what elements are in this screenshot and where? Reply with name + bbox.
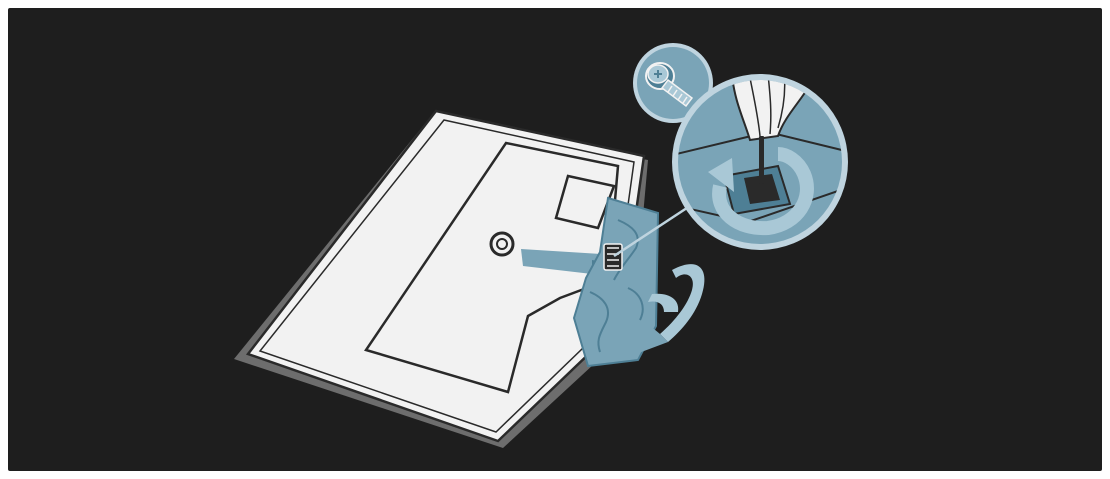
installation-illustration bbox=[8, 8, 1102, 471]
